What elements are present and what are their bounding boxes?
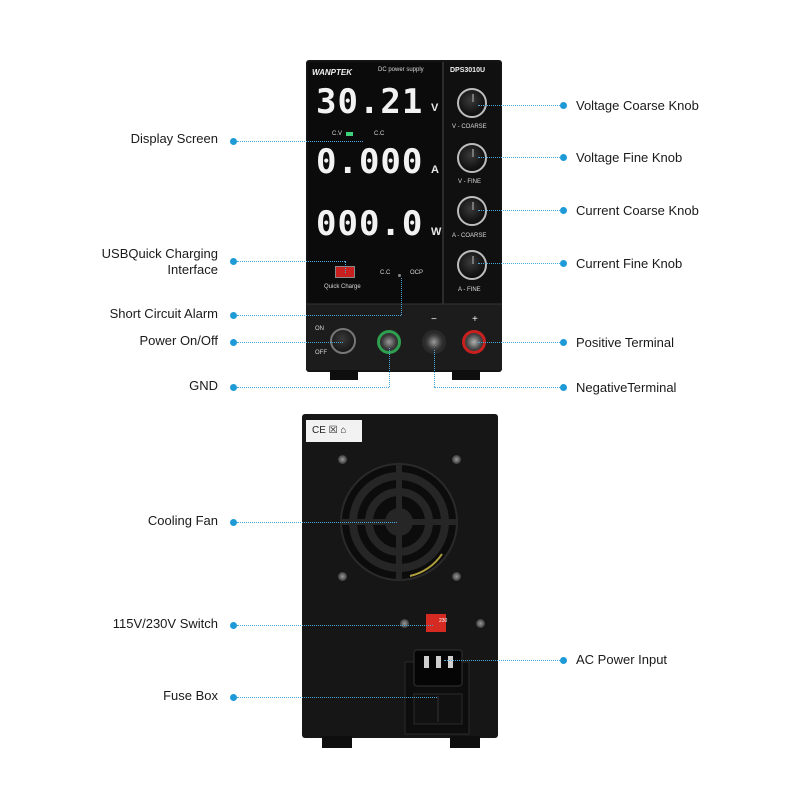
quick-charge-label: Quick Charge: [324, 284, 361, 290]
callout-voltage-coarse-knob: Voltage Coarse Knob: [576, 98, 699, 113]
leader-line: [237, 522, 397, 523]
front-subtitle: DC power supply: [378, 67, 424, 73]
cc-lower-label: C.C: [380, 270, 391, 276]
leader-line: [478, 157, 560, 158]
power-unit: W: [431, 226, 442, 238]
ocp-label: OCP: [410, 270, 424, 276]
current-coarse-knob[interactable]: [457, 196, 487, 226]
knob-label-v-coarse: V - COARSE: [452, 124, 487, 130]
off-label: OFF: [315, 350, 327, 356]
cv-indicator-label: C.V: [332, 131, 343, 137]
callout-usb-quick-charging-2: Interface: [167, 262, 218, 277]
brand-logo: WANPTEK: [312, 68, 352, 77]
callout-dot: [230, 138, 237, 145]
callout-current-fine-knob: Current Fine Knob: [576, 256, 683, 271]
current-fine-knob[interactable]: [457, 250, 487, 280]
callout-current-coarse-knob: Current Coarse Knob: [576, 203, 699, 218]
cv-led: [346, 132, 353, 136]
callout-dot: [560, 102, 567, 109]
callout-positive-terminal: Positive Terminal: [576, 335, 675, 350]
power-switch[interactable]: [330, 328, 356, 354]
leader-line: [478, 105, 560, 106]
leader-line: [237, 697, 437, 698]
callout-negative-terminal: NegativeTerminal: [576, 380, 677, 395]
leader-line: [345, 261, 346, 273]
leader-line: [237, 387, 389, 388]
callout-dot: [560, 260, 567, 267]
leader-line: [434, 350, 435, 387]
current-unit: A: [431, 164, 439, 176]
leader-line: [478, 263, 560, 264]
leader-line: [389, 348, 390, 387]
callout-usb-quick-charging-1: USBQuick Charging: [101, 246, 218, 261]
callout-dot: [560, 384, 567, 391]
voltage-display: 30.21: [316, 82, 424, 122]
minus-label: −: [431, 314, 437, 325]
callout-dot: [230, 339, 237, 346]
on-label: ON: [315, 326, 324, 332]
voltage-switch-label: 230: [439, 618, 448, 624]
front-panel: WANPTEK DC power supply DPS3010U 30.21 V…: [306, 60, 502, 380]
callout-voltage-fine-knob: Voltage Fine Knob: [576, 150, 683, 165]
knob-label-a-fine: A - FINE: [458, 287, 481, 293]
fan-screw-br: [452, 572, 461, 581]
fan-screw-bl: [338, 572, 347, 581]
knob-label-a-coarse: A - COARSE: [452, 233, 487, 239]
leader-line: [434, 387, 560, 388]
voltage-selector-switch[interactable]: [426, 614, 446, 632]
callout-cooling-fan: Cooling Fan: [147, 513, 218, 528]
callout-fuse-box: Fuse Box: [163, 688, 218, 703]
callout-dot: [560, 339, 567, 346]
callout-gnd: GND: [189, 378, 218, 393]
short-circuit-led: [398, 274, 401, 277]
voltage-coarse-knob[interactable]: [457, 88, 487, 118]
callout-dot: [560, 207, 567, 214]
callout-115-230-switch: 115V/230V Switch: [112, 616, 218, 631]
plus-label: +: [472, 314, 478, 325]
knob-label-v-fine: V - FINE: [458, 179, 482, 185]
certification-marks: CE ☒ ⌂: [312, 425, 347, 436]
leader-line: [237, 625, 433, 626]
callout-ac-power-input: AC Power Input: [576, 652, 668, 667]
callout-short-circuit-alarm: Short Circuit Alarm: [109, 306, 218, 321]
leader-line: [237, 261, 345, 262]
current-display: 0.000: [316, 142, 424, 182]
callout-dot: [560, 657, 567, 664]
panel-screw-left: [400, 619, 409, 628]
fan-screw-tl: [338, 455, 347, 464]
callout-dot: [560, 154, 567, 161]
leader-line: [237, 141, 363, 142]
leader-line: [478, 210, 560, 211]
power-display: 000.0: [316, 204, 424, 244]
panel-screw-right: [476, 619, 485, 628]
callout-dot: [230, 258, 237, 265]
voltage-fine-knob[interactable]: [457, 143, 487, 173]
leader-line: [401, 278, 402, 315]
cc-indicator-label: C.C: [374, 131, 385, 137]
leader-line: [444, 660, 560, 661]
callout-dot: [230, 622, 237, 629]
leader-line: [237, 342, 343, 343]
voltage-unit: V: [431, 102, 439, 114]
leader-line: [237, 315, 401, 316]
callout-dot: [230, 694, 237, 701]
callout-display-screen: Display Screen: [130, 131, 218, 146]
callout-power-on-off: Power On/Off: [139, 333, 218, 348]
callout-dot: [230, 312, 237, 319]
model-number: DPS3010U: [450, 67, 486, 74]
fan-screw-tr: [452, 455, 461, 464]
leader-line: [478, 342, 560, 343]
callout-dot: [230, 519, 237, 526]
callout-dot: [230, 384, 237, 391]
